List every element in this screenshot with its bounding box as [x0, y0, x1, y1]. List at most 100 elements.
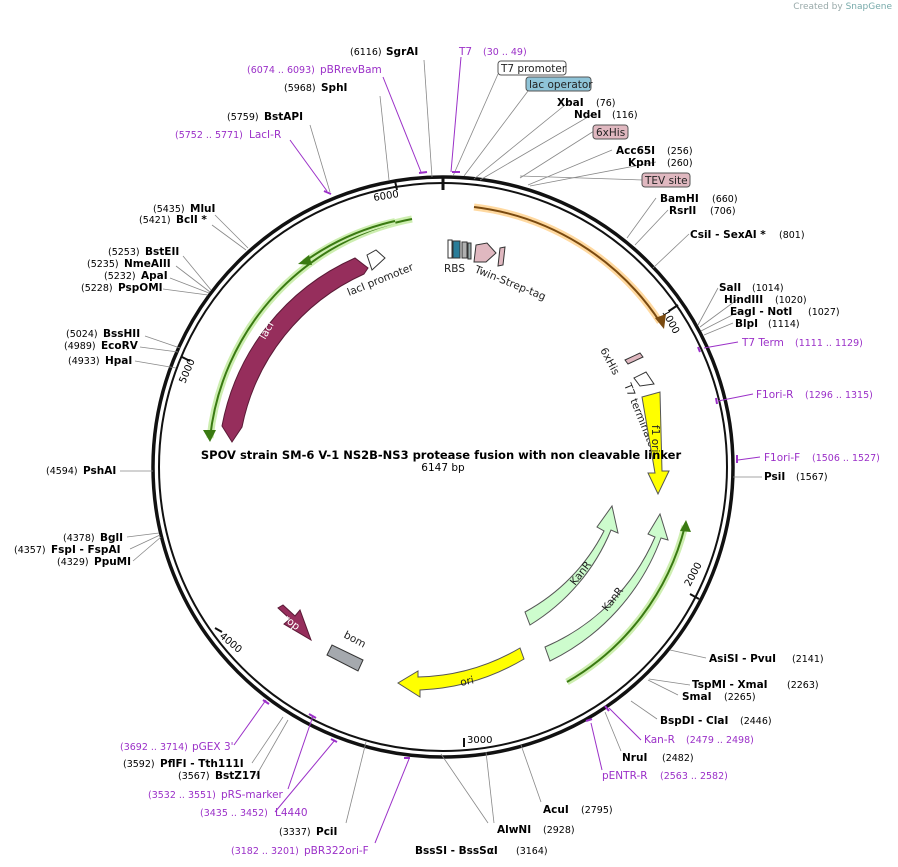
twin-strep-label: Twin-Strep-tag — [472, 263, 548, 303]
primer-pos-f1ori-r: (1296 .. 1315) — [805, 390, 873, 401]
leader-lines — [120, 59, 762, 824]
primer-laci-r: LacI-R — [249, 129, 281, 141]
enzyme-pos-psp: (5228) — [81, 283, 113, 294]
enzyme-psii: PsiI — [764, 471, 785, 483]
enzyme-acc65i: Acc65I — [616, 145, 655, 157]
enzyme-pos-bcli: (5421) — [139, 215, 171, 226]
enzyme-pos-ecorv: (4989) — [64, 341, 96, 352]
primer-pos-prs-marker: (3532 .. 3551) — [148, 790, 216, 801]
tev-box-small — [467, 242, 472, 260]
enzyme-bspdi: BspDI - ClaI — [660, 715, 728, 727]
enzyme-pos-apai: (5232) — [104, 271, 136, 282]
tev-site-label: TEV site — [644, 175, 688, 187]
enzyme-xbai: XbaI — [557, 97, 584, 109]
t7-promoter-label: T7 promoter — [500, 63, 567, 75]
kanr-feature-2 — [544, 512, 669, 662]
snapgene-logo: SnapGene — [845, 2, 892, 12]
enzyme-smai: SmaI — [682, 691, 712, 703]
enzyme-pos-acui: (2795) — [581, 805, 613, 816]
enzyme-mlui: MluI — [190, 203, 215, 215]
enzyme-sali: SalI — [719, 282, 741, 294]
enzyme-pos-acc65i: (256) — [667, 146, 693, 157]
enzyme-pos-bgli: (4378) — [63, 533, 95, 544]
enzyme-pos-ppumi: (4329) — [57, 557, 89, 568]
enzyme-rsrii: RsrII — [669, 205, 696, 217]
enzyme-pos-hpai: (4933) — [68, 356, 100, 367]
enzyme-ndei: NdeI — [574, 109, 601, 121]
orf-kanr-glow — [565, 525, 689, 686]
primer-pos-pgex: (3692 .. 3714) — [120, 742, 188, 753]
enzyme-bcli: BclI * — [176, 214, 207, 226]
enzyme-pos-pshai: (4594) — [46, 466, 78, 477]
enzyme-labels: (6116) SgrAI (5968) SphI (5759) BstAPI (… — [14, 46, 840, 857]
enzyme-pos-bamhi: (660) — [712, 194, 738, 205]
tick-5000: 5000 — [178, 357, 198, 385]
enzyme-pflfi: PflFI - Tth111I — [160, 758, 244, 770]
enzyme-hpai: HpaI — [105, 355, 132, 367]
primer-prs-marker: pRS-marker — [221, 789, 284, 801]
enzyme-tspmi: TspMI - XmaI — [692, 679, 768, 691]
laci-feature — [221, 257, 369, 443]
rbs-label: RBS — [444, 263, 465, 275]
enzyme-kpni: KpnI — [628, 157, 655, 169]
primer-pentr-r: pENTR-R — [602, 770, 648, 782]
enzyme-csii: CsiI - SexAI * — [690, 229, 766, 241]
enzyme-pshai: PshAI — [83, 465, 116, 477]
primer-pos-f1ori-f: (1506 .. 1527) — [812, 453, 880, 464]
enzyme-pcii: PciI — [316, 826, 337, 838]
enzyme-pos-pflfi: (3592) — [123, 759, 155, 770]
orf-laci-arrow — [203, 430, 216, 442]
enzyme-pos-sali: (1014) — [752, 283, 784, 294]
his-box-small — [461, 241, 468, 259]
enzyme-pos-alwni: (2928) — [543, 825, 575, 836]
lac-op-box — [452, 240, 461, 259]
primer-pbrrevbam: pBRrevBam — [320, 64, 382, 76]
ori-label: ori — [459, 674, 475, 689]
orf-laci-small-arrow — [298, 255, 312, 265]
lac-operator-label: lac operator — [529, 79, 593, 91]
f1-ori-label: f1 ori — [649, 425, 661, 452]
boxed-feature-labels: T7 promoter lac operator 6xHis TEV site — [497, 60, 691, 188]
rbs-box — [447, 239, 453, 259]
orf-laci-small — [303, 220, 396, 263]
tick-6000: 6000 — [373, 189, 400, 204]
primer-t7-term: T7 Term — [741, 337, 784, 349]
primer-pos-pbr322ori: (3182 .. 3201) — [231, 846, 299, 857]
tick-3000: 3000 — [467, 735, 492, 746]
enzyme-acui: AcuI — [543, 804, 569, 816]
primer-pos-pentr-r: (2563 .. 2582) — [660, 771, 728, 782]
small-arrow — [497, 246, 506, 267]
orf-main-arc — [473, 206, 661, 323]
enzyme-pos-csii: (801) — [779, 230, 805, 241]
enzyme-bamhi: BamHI — [660, 193, 699, 205]
f1-ori-feature — [641, 391, 670, 496]
primer-pos-laci-r: (5752 .. 5771) — [175, 130, 243, 141]
bom-feature — [326, 644, 364, 672]
enzyme-pos-ndei: (116) — [612, 110, 638, 121]
enzyme-pos-nrui: (2482) — [662, 753, 694, 764]
primer-l4440: L4440 — [275, 807, 308, 819]
plasmid-length: 6147 bp — [421, 462, 465, 474]
created-by-credit: Created by SnapGene — [793, 2, 892, 12]
enzyme-pos-blpi: (1114) — [768, 319, 800, 330]
enzyme-pos-psii: (1567) — [796, 472, 828, 483]
enzyme-sphi: SphI — [321, 82, 347, 94]
enzyme-pos-fspi: (4357) — [14, 545, 46, 556]
primer-marks — [262, 171, 738, 759]
enzyme-nmeaiii: NmeAIII — [124, 258, 171, 270]
enzyme-pspomi: PspOMI — [118, 282, 163, 294]
primer-pgex: pGEX 3' — [192, 741, 234, 753]
enzyme-bsteii: BstEII — [145, 246, 179, 258]
enzyme-sgrai: SgrAI — [386, 46, 418, 58]
enzyme-pos-mlui: (5435) — [153, 204, 185, 215]
enzyme-bstz17i: BstZ17I — [215, 770, 260, 782]
enzyme-bstapi: BstAPI — [264, 111, 303, 123]
enzyme-pos-kpni: (260) — [667, 158, 693, 169]
primer-f1ori-r: F1ori-R — [756, 389, 793, 401]
enzyme-bsshii: BssHII — [103, 328, 140, 340]
enzyme-eagi: EagI - NotI — [730, 306, 792, 318]
enzyme-pos-bsteii: (5253) — [108, 247, 140, 258]
enzyme-asisi: AsiSI - PvuI — [709, 653, 776, 665]
laci-promoter-feature — [366, 249, 386, 271]
